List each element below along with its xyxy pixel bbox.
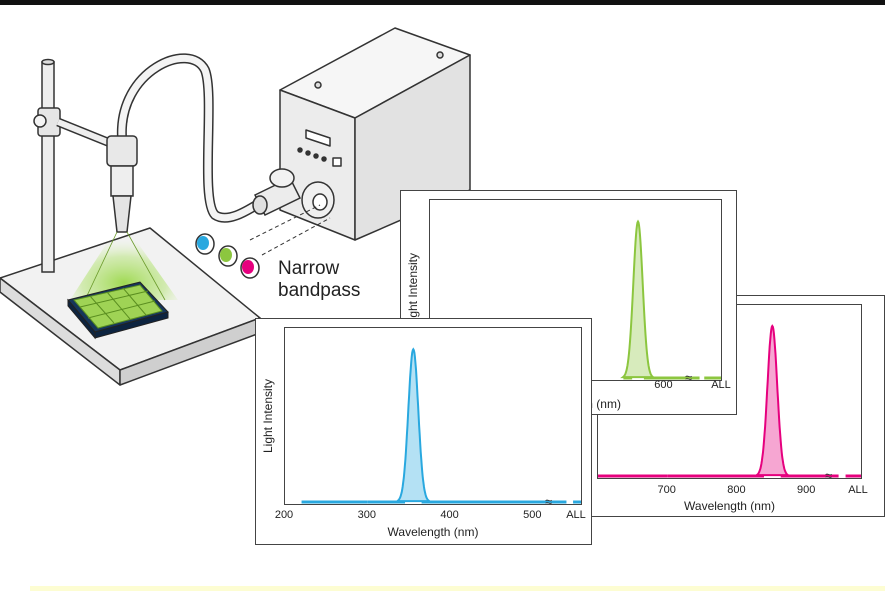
- cable-connector: [252, 168, 302, 216]
- x-tick-label: 700: [657, 484, 676, 496]
- light-guide-cable: [116, 53, 270, 223]
- spectrum-peak: [620, 219, 656, 379]
- x-tick-label: 300: [357, 509, 376, 521]
- sample-array: [67, 281, 169, 340]
- light-cone: [70, 231, 178, 301]
- filter-green: [218, 245, 238, 267]
- y-axis-label: Light Intensity: [261, 378, 275, 454]
- chart-card-blue: ≈ 200 300 400 500 ALL Wavelength (nm) Light In…: [255, 318, 592, 545]
- spectrum-peak: [753, 324, 792, 477]
- filter-magenta: [240, 257, 260, 279]
- plot-area-blue: ≈: [284, 327, 582, 505]
- x-axis-label: Wavelength (nm): [387, 525, 479, 539]
- axis-break-mark: ≈: [825, 468, 832, 479]
- filter-blue: [195, 233, 215, 255]
- stand-pole: [33, 58, 117, 273]
- axis-break-mark: ≈: [545, 494, 552, 505]
- light-source-box: [279, 27, 471, 241]
- light-head: [106, 135, 138, 233]
- filter-label-line2: bandpass: [278, 280, 361, 301]
- axis-break-mark: ≈: [685, 370, 692, 381]
- x-axis-end-label: ALL: [566, 509, 586, 521]
- x-tick-label: 600: [654, 379, 673, 391]
- filter-label-line1: Narrow: [278, 258, 340, 279]
- x-axis-end-label: ALL: [848, 484, 868, 496]
- spectrum-svg-green: ≈: [620, 219, 721, 381]
- bottom-highlight-band: [30, 586, 885, 591]
- x-tick-label: 900: [797, 484, 816, 496]
- filter-label: Narrow bandpass: [278, 258, 360, 302]
- x-axis-end-label: ALL: [711, 379, 731, 391]
- spectrum-svg-magenta: ≈: [598, 324, 861, 479]
- spectrum-peak: [394, 347, 433, 503]
- top-border: [0, 0, 885, 5]
- filter-set: [195, 233, 260, 279]
- x-tick-label: 200: [274, 509, 294, 521]
- x-tick-label: 500: [523, 509, 542, 521]
- x-axis-label: Wavelength (nm): [684, 499, 775, 513]
- filter-insert-guide: [249, 204, 331, 256]
- spectrum-svg-blue: ≈: [301, 347, 581, 505]
- x-tick-label: 800: [727, 484, 746, 496]
- y-axis-label: Light Intensity: [406, 252, 420, 328]
- x-tick-label: 400: [440, 509, 459, 521]
